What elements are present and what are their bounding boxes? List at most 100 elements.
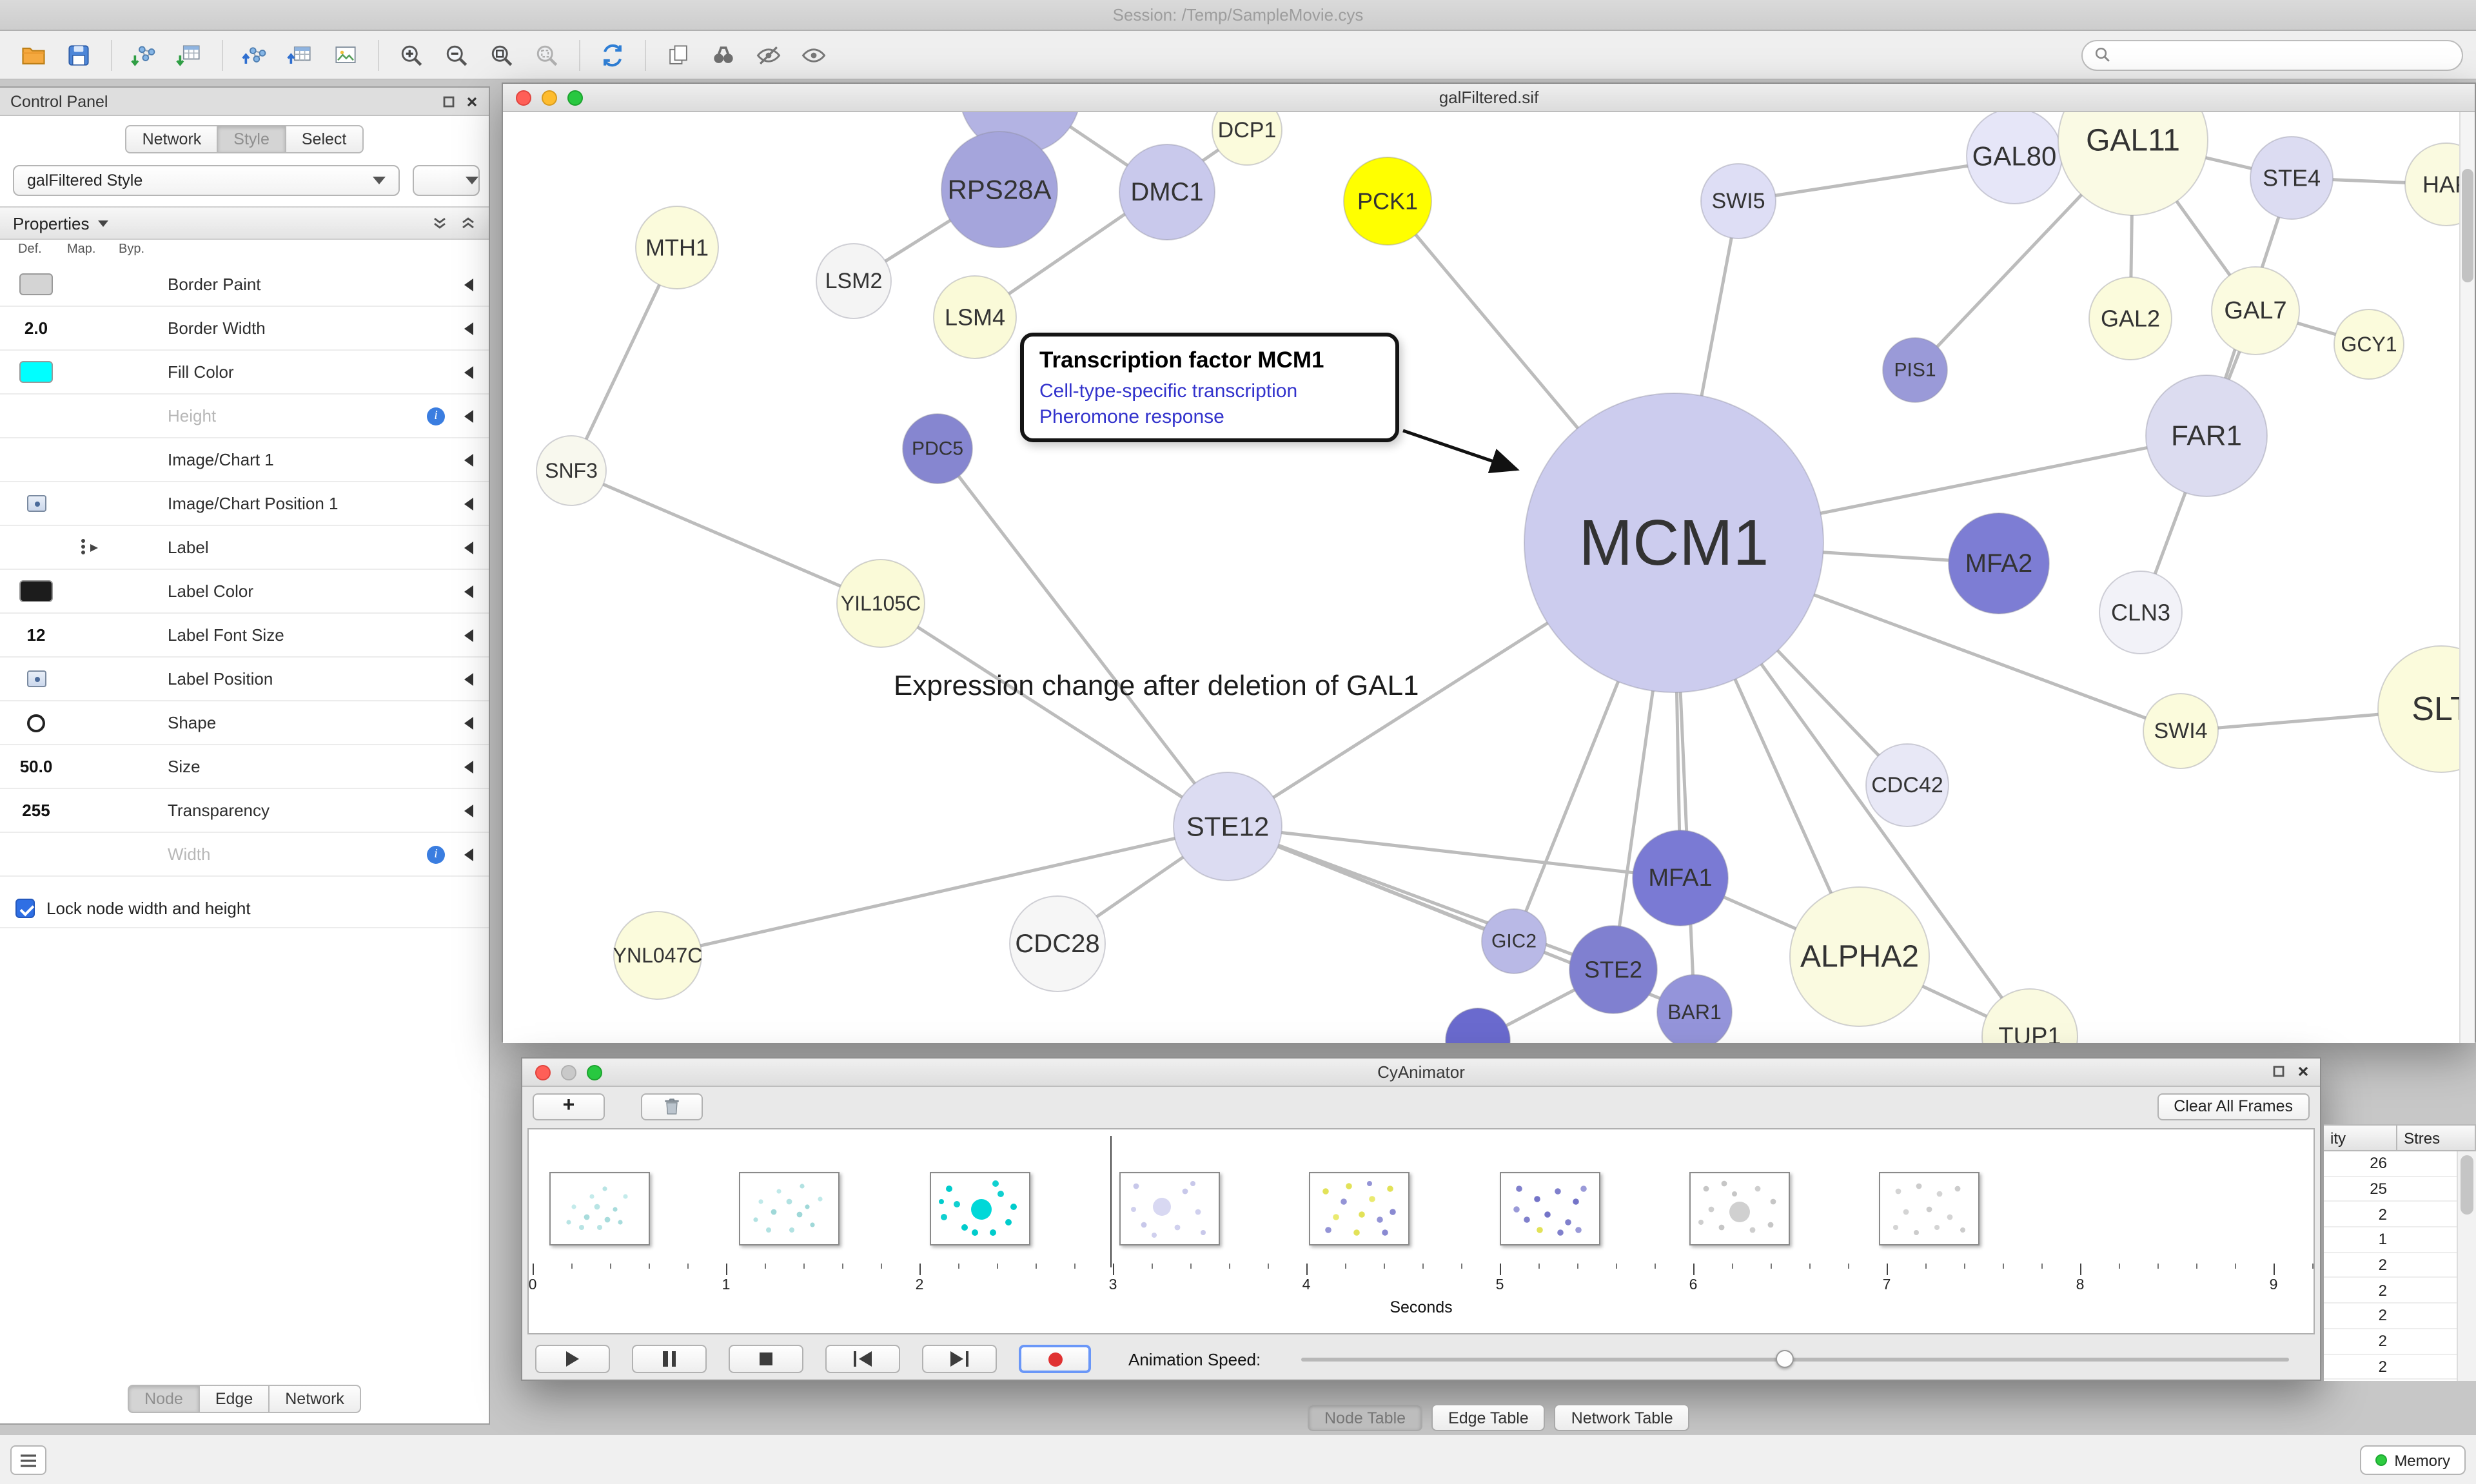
tab-edge[interactable]: Edge bbox=[198, 1385, 270, 1413]
frame-thumbnail-7[interactable] bbox=[1689, 1172, 1790, 1245]
table-column-header-ity[interactable]: ity bbox=[2324, 1124, 2398, 1151]
expand-row-arrow-icon[interactable] bbox=[464, 541, 473, 554]
minimize-window-icon[interactable] bbox=[542, 90, 557, 106]
graph-node-GAL11[interactable] bbox=[2058, 112, 2208, 216]
graph-node-ALPHA2[interactable] bbox=[1789, 886, 1930, 1027]
minimize-window-icon[interactable] bbox=[561, 1065, 576, 1080]
expand-row-arrow-icon[interactable] bbox=[464, 585, 473, 598]
close-frame-icon[interactable] bbox=[2297, 1065, 2310, 1078]
expand-row-arrow-icon[interactable] bbox=[464, 672, 473, 685]
zoom-out-button[interactable] bbox=[436, 35, 477, 74]
graph-node-GIC2[interactable] bbox=[1481, 908, 1547, 974]
properties-section-header[interactable]: Properties bbox=[0, 206, 489, 240]
tab-node[interactable]: Node bbox=[128, 1385, 200, 1413]
export-table-button[interactable] bbox=[280, 35, 321, 74]
graph-node-MFA2[interactable] bbox=[1948, 513, 2050, 614]
property-row-label[interactable]: Label bbox=[0, 526, 489, 570]
graph-edge-YIL105C-STE12[interactable] bbox=[879, 601, 1229, 828]
graph-node-RPS28A[interactable] bbox=[941, 131, 1058, 248]
graph-edge-PDC5-STE12[interactable] bbox=[936, 447, 1229, 828]
graph-node-YNL047C[interactable] bbox=[613, 911, 702, 1000]
graph-node-SNF3[interactable] bbox=[536, 435, 607, 506]
export-image-button[interactable] bbox=[325, 35, 366, 74]
annotation-link-1[interactable]: Cell-type-specific transcription bbox=[1039, 380, 1298, 402]
expand-all-icon[interactable] bbox=[432, 215, 447, 231]
info-icon[interactable]: i bbox=[427, 407, 445, 425]
graph-node-CDC28[interactable] bbox=[1009, 895, 1106, 992]
table-row[interactable]: 26 bbox=[2324, 1151, 2476, 1177]
property-row-fill-color[interactable]: Fill Color bbox=[0, 351, 489, 395]
graph-node-MCM1[interactable] bbox=[1524, 393, 1824, 693]
graph-node-PDC5[interactable] bbox=[902, 413, 973, 484]
frame-thumbnail-6[interactable] bbox=[1499, 1172, 1600, 1245]
graph-node-GCY1[interactable] bbox=[2334, 309, 2404, 380]
frame-thumbnail-3[interactable] bbox=[929, 1172, 1030, 1245]
default-value-swatch[interactable] bbox=[19, 273, 53, 295]
graph-node-LSM2[interactable] bbox=[816, 243, 892, 319]
hide-graphics-details-button[interactable] bbox=[748, 35, 789, 74]
table-row[interactable]: 2 bbox=[2324, 1329, 2476, 1354]
graph-node-CLN3[interactable] bbox=[2099, 571, 2183, 654]
graph-node-PIS1[interactable] bbox=[1882, 337, 1948, 403]
apply-layout-button[interactable] bbox=[592, 35, 633, 74]
first-neighbors-button[interactable] bbox=[703, 35, 744, 74]
graph-node-FAR1[interactable] bbox=[2145, 375, 2268, 497]
expand-row-arrow-icon[interactable] bbox=[464, 322, 473, 335]
tab-select[interactable]: Select bbox=[284, 125, 364, 153]
property-row-shape[interactable]: Shape bbox=[0, 701, 489, 745]
frame-thumbnail-4[interactable] bbox=[1119, 1172, 1220, 1245]
current-style-combobox[interactable]: galFiltered Style bbox=[13, 165, 400, 196]
lock-size-checkbox[interactable] bbox=[15, 899, 35, 918]
graph-node-node-bottom[interactable] bbox=[1445, 1008, 1511, 1043]
position-icon[interactable] bbox=[26, 495, 46, 512]
tab-style[interactable]: Style bbox=[217, 125, 286, 153]
graph-node-MTH1[interactable] bbox=[635, 206, 719, 289]
search-input[interactable] bbox=[2119, 46, 2450, 64]
animation-speed-slider[interactable] bbox=[1301, 1346, 2290, 1372]
table-row[interactable]: 1 bbox=[2324, 1227, 2476, 1253]
table-row[interactable]: 25 bbox=[2324, 1176, 2476, 1202]
zoom-in-button[interactable] bbox=[391, 35, 432, 74]
close-window-icon[interactable] bbox=[535, 1065, 551, 1080]
playhead[interactable] bbox=[1110, 1136, 1112, 1267]
close-panel-icon[interactable] bbox=[466, 95, 478, 108]
graph-node-LSM4[interactable] bbox=[933, 275, 1017, 359]
export-network-button[interactable] bbox=[235, 35, 276, 74]
default-value-swatch[interactable] bbox=[19, 361, 53, 383]
table-scrollbar[interactable] bbox=[2457, 1151, 2476, 1381]
play-button[interactable] bbox=[535, 1345, 610, 1373]
graph-node-STE12[interactable] bbox=[1173, 772, 1282, 881]
graph-node-PCK1[interactable] bbox=[1343, 157, 1432, 246]
float-window-icon[interactable] bbox=[442, 95, 455, 108]
frame-thumbnail-5[interactable] bbox=[1309, 1172, 1410, 1245]
ellipse-shape-icon[interactable] bbox=[27, 714, 45, 732]
stop-button[interactable] bbox=[729, 1345, 803, 1373]
expand-row-arrow-icon[interactable] bbox=[464, 804, 473, 817]
tab-network-table[interactable]: Network Table bbox=[1554, 1404, 1690, 1431]
mcm1-annotation[interactable]: Transcription factor MCM1 Cell-type-spec… bbox=[1020, 333, 1399, 442]
frame-thumbnail-2[interactable] bbox=[739, 1172, 840, 1245]
table-row[interactable]: 2 bbox=[2324, 1354, 2476, 1380]
open-session-button[interactable] bbox=[13, 35, 54, 74]
snapshot-button[interactable] bbox=[658, 35, 699, 74]
graph-edge-STE12-YNL047C[interactable] bbox=[657, 825, 1228, 957]
close-window-icon[interactable] bbox=[516, 90, 531, 106]
property-row-image-chart-1[interactable]: Image/Chart 1 bbox=[0, 438, 489, 482]
graph-node-GAL2[interactable] bbox=[2088, 277, 2172, 360]
position-icon[interactable] bbox=[26, 670, 46, 687]
table-row[interactable]: 2 bbox=[2324, 1303, 2476, 1329]
save-session-button[interactable] bbox=[58, 35, 99, 74]
graph-node-STE4[interactable] bbox=[2250, 136, 2334, 220]
default-value-swatch[interactable] bbox=[19, 580, 53, 602]
graph-edge-SNF3-YIL105C[interactable] bbox=[571, 469, 881, 605]
property-row-image-chart-position-1[interactable]: Image/Chart Position 1 bbox=[0, 482, 489, 526]
graph-node-CDC42[interactable] bbox=[1865, 743, 1949, 827]
status-menu-button[interactable] bbox=[10, 1445, 46, 1475]
import-table-button[interactable] bbox=[169, 35, 210, 74]
expand-row-arrow-icon[interactable] bbox=[464, 366, 473, 378]
tab-edge-table[interactable]: Edge Table bbox=[1431, 1404, 1546, 1431]
expand-row-arrow-icon[interactable] bbox=[464, 848, 473, 861]
